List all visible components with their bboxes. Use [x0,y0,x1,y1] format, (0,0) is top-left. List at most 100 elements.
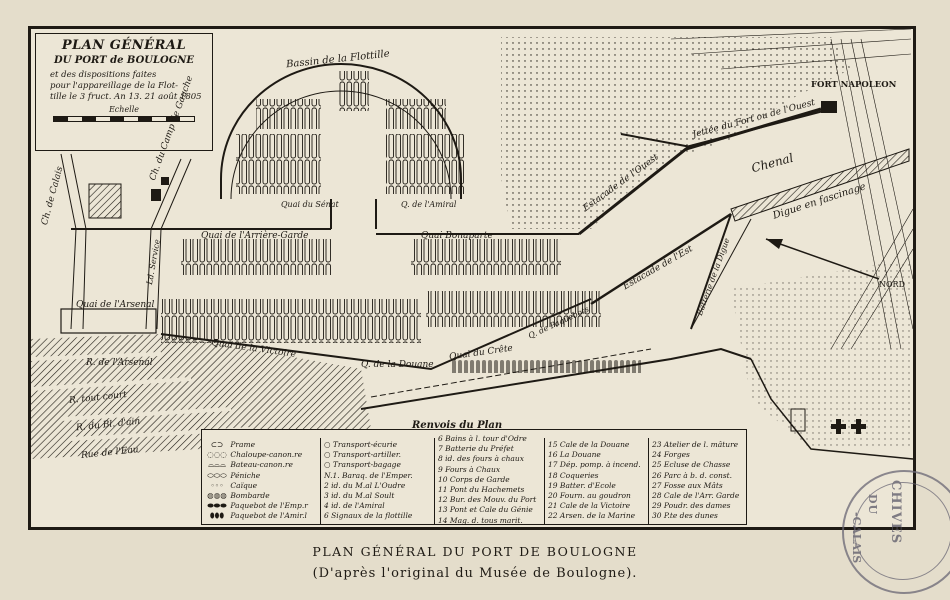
legend-divider [544,438,545,524]
bassin-boats-right-top [386,99,446,129]
legend-symbol: ⊂⊃ [210,440,224,449]
legend-item: 18 Coqueries [548,470,599,480]
caption-source: (D'après l'original du Musée de Boulogne… [312,566,638,581]
legend-item: 25 Ecluse de Chasse [652,460,731,470]
legend-text: Caïque [230,480,258,490]
legend-symbol: ⬭⬭⬭ [207,470,227,480]
legend-symbol: ⬮⬮⬮ [209,511,225,521]
legend-item: ⬬⬬⬬ Paquebot de l'Emp.r [206,501,316,511]
north-arrow [765,238,880,280]
legend-item: ◦◦◦ Caïque [206,481,316,491]
stamp-text: -CALAIS [850,512,863,564]
map-drawing [31,29,913,460]
archive-stamp-ring [854,482,950,580]
chemin-calais-road [60,153,77,330]
baraque-2 [151,189,161,201]
legend-text: Bateau-canon.re [230,460,293,470]
sand-area-right [731,259,913,449]
river-south-bank [360,347,752,410]
estacade-est [590,212,732,306]
legend-col-5: 23 Atelier de l. mâture 24 Forges 25 Ecl… [652,440,746,522]
legend-item: 15 Cale de la Douane [548,440,630,449]
legend-item: 19 Batter. d'Ecole [548,480,616,490]
legend-col-2: ○ Transport-écurie ○ Transport-artiller.… [324,440,432,522]
jettee-fort [685,108,832,148]
coast-right [750,358,913,460]
legend-item: 6 Signaux de la flottille [324,511,413,521]
label-rue-arsenal: R. de l'Arsenal [86,358,153,368]
baraque-1 [88,183,122,219]
stamp-text: DU [866,494,879,516]
legend-item: 30 P.te des dunes [652,511,718,521]
legend-item: ⌓⌓⌓ Bateau-canon.re [206,460,316,470]
legend: Renvois du Plan ⊂⊃ Prame ◌◌◌ Chaloupe-ca… [201,420,747,526]
legend-item: 17 Dép. pomp. à incend. [548,460,641,470]
legend-item: 22 Arsen. de la Marine [548,511,636,521]
legend-item: ○ Transport-bagage [324,460,401,470]
legend-text: Péniche [230,470,261,480]
legend-item: 8 id. des fours à chaux [438,454,524,464]
bassin-boats-left [236,134,321,194]
caption-title: PLAN GÉNÉRAL DU PORT DE BOULOGNE [312,544,638,559]
legend-item: 3 id. du M.al Soult [324,491,395,501]
legend-col-3: 6 Bains à l. tour d'Odre 7 Batterie du P… [438,434,542,526]
dune-area [501,37,851,229]
legend-text: Bombarde [230,491,270,501]
legend-item: 23 Atelier de l. mâture [652,440,739,449]
legend-item: 21 Cale de la Victoire [548,501,631,511]
legend-item: 7 Batterie du Préfet [438,444,514,454]
legend-item: ○ Transport-artiller. [324,450,401,460]
boats-row-2 [411,239,561,275]
boats-row-1 [181,239,331,275]
legend-text: Chaloupe-canon.re [230,450,303,460]
legend-symbol: ⬬⬬⬬ [207,501,227,511]
arsenal-block [60,308,157,334]
bassin-boats-right [386,134,464,194]
legend-title: Renvois du Plan [412,420,503,431]
legend-text: Paquebot de l'Emp.r [230,501,308,511]
legend-item: 24 Forges [652,450,690,460]
legend-item: ◌◌◌ Chaloupe-canon.re [206,450,316,460]
bassin-outline [220,63,462,199]
legend-text: Paquebot de l'Amir.l [230,511,307,521]
boats-row-5 [451,359,641,373]
legend-symbol: ⌓⌓⌓ [208,460,226,470]
archive-stamp: CHIVES DU -CALAIS [842,470,950,594]
legend-item: 14 Mag. d. tous marit. [438,515,523,525]
digue-est [690,218,752,330]
legend-divider [434,438,435,524]
legend-item: 29 Poudr. des dames [652,501,731,511]
legend-item: 12 Bur. des Mouv. du Port [438,495,537,505]
desc-line: et des dispositions faites [50,70,157,80]
compass-rays [670,29,913,350]
legend-item: ⬮⬮⬮ Paquebot de l'Amir.l [206,511,316,521]
legend-item: 13 Pont et Cale du Génie [438,505,533,515]
legend-symbol: ◍◍◍ [207,491,227,501]
legend-item: 4 id. de l'Amiral [324,501,385,511]
camp-gauche-road [145,158,182,330]
legend-item: 9 Fours à Chaux [438,464,501,474]
legend-divider [648,438,649,524]
legend-item: 20 Fourn. au goudron [548,491,631,501]
legend-item: ○ Transport-écurie [324,440,398,449]
legend-symbol: ◦◦◦ [210,480,224,490]
label-fort-napoleon: FORT NAPOLEON [811,80,897,90]
desc-line: tille le 3 fruct. An 13. 21 août 1805 [50,92,202,102]
label-quai-senat: Quai du Sénat [281,200,339,209]
legend-item: 11 Pont du Hachemets [438,485,525,495]
legend-col-4: 15 Cale de la Douane 16 La Douane 17 Dép… [548,440,646,522]
boats-row-4 [426,291,601,327]
legend-item: ⬭⬭⬭ Péniche [206,471,316,481]
map-title: PLAN GÉNÉRAL [61,38,187,53]
label-quai-amiral: Q. de l'Amiral [401,200,457,209]
legend-item: 10 Corps de Garde [438,474,510,484]
legend-item: 26 Parc à b. d. const. [652,470,733,480]
town-blocks [31,334,371,459]
legend-item: ⊂⊃ Prame [206,440,316,450]
map-description: et des dispositions faites pour l'appare… [40,70,208,103]
legend-item: 28 Cale de l'Arr. Garde [652,491,740,501]
legend-item: 2 id. du M.al L'Oudre [324,480,406,490]
legend-col-1: ⊂⊃ Prame ◌◌◌ Chaloupe-canon.re ⌓⌓⌓ Batea… [206,440,316,522]
stamp-text: CHIVES [888,480,903,545]
map-frame: PLAN GÉNÉRAL DU PORT de BOULOGNE et des … [28,26,916,530]
